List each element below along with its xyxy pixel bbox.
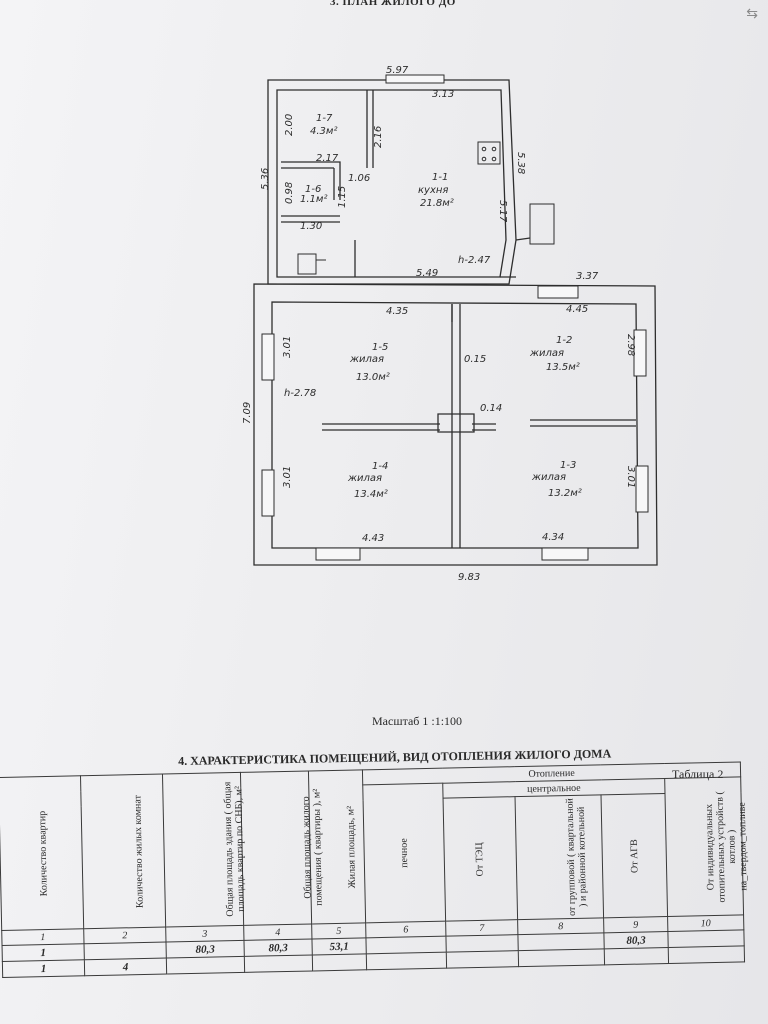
dim-text: 5.36 <box>260 168 271 190</box>
dim-text: 5.38 <box>515 152 526 174</box>
room-area: 13.5м² <box>546 362 580 373</box>
table-cell <box>166 956 245 975</box>
room-name: жилая <box>531 472 566 483</box>
characteristics-table: Количество квартир Количество жилых комн… <box>0 761 750 978</box>
table-cell: 80,3 <box>243 938 313 957</box>
dim-text: 5.97 <box>386 65 409 76</box>
room-area: 13.2м² <box>548 488 582 499</box>
col-number: 3 <box>165 925 244 943</box>
room-number: 1-4 <box>372 461 388 472</box>
table-cell <box>604 947 669 965</box>
fixtures <box>297 141 555 275</box>
table-cell: 80,3 <box>603 931 669 949</box>
col-header: Общая площадь жилого помещения ( квартир… <box>240 770 325 926</box>
room-name: жилая <box>349 354 384 365</box>
dim-text: 2.00 <box>284 114 295 136</box>
table-cell <box>446 950 519 969</box>
table-cell: 80,3 <box>165 940 245 959</box>
room-area: 4.3м² <box>310 126 337 137</box>
scale-label: Масштаб 1 :1:100 <box>372 714 463 728</box>
dim-text: 1.15 <box>337 186 348 208</box>
room-number: 1-5 <box>372 342 388 353</box>
room-number: 1-6 <box>305 184 321 195</box>
room-name: кухня <box>418 185 448 196</box>
table-cell <box>365 936 447 954</box>
col-header: От АГВ <box>601 793 668 918</box>
col-header: печное <box>362 783 446 923</box>
dim-text: 0.14 <box>480 403 502 414</box>
table-cell <box>517 932 605 951</box>
table-cell: 1 <box>2 943 85 962</box>
floor-plan: 5.97 3.13 5.38 5.36 2.00 2.16 2.17 0.98 … <box>242 65 658 583</box>
table-cell <box>668 945 745 964</box>
room-number: 1-7 <box>316 113 333 124</box>
section-3-title: 3. ПЛАН ЖИЛОГО ДО <box>330 0 456 8</box>
table-cell: 1 <box>2 959 85 978</box>
col-number: 1 <box>1 928 85 946</box>
dim-text: 3.37 <box>576 271 599 282</box>
dim-text: 2.98 <box>625 334 636 356</box>
dim-text: h-2.47 <box>458 255 491 266</box>
col-header: Количество квартир <box>0 775 84 931</box>
table-cell <box>518 948 605 967</box>
col-number: 6 <box>365 921 446 938</box>
dim-text: 3.01 <box>625 466 636 488</box>
table-cell <box>84 942 167 960</box>
windows <box>261 74 649 561</box>
room-area: 1.1м² <box>300 194 327 205</box>
dim-text: 3.01 <box>282 466 293 488</box>
col-header: от групповой ( квартальной ) и районной … <box>515 794 604 920</box>
dim-text: 0.15 <box>464 354 486 365</box>
dim-text: 2.16 <box>373 126 384 148</box>
table-label: Таблица 2 <box>672 767 724 781</box>
col-header: От ТЭЦ <box>443 796 518 922</box>
dim-text: 7.09 <box>242 402 253 424</box>
dim-text: 1.30 <box>300 221 322 232</box>
table-cell: 4 <box>84 958 167 976</box>
dim-text: h-2.78 <box>284 388 316 399</box>
col-header: Количество жилых комнат <box>80 774 166 929</box>
table-cell <box>312 953 367 971</box>
dim-text: 4.34 <box>542 532 564 543</box>
room-name: жилая <box>347 473 382 484</box>
dim-text: 4.43 <box>362 533 384 544</box>
dim-text: 4.35 <box>386 306 408 317</box>
room-area: 21.8м² <box>420 198 454 209</box>
dim-text: 3.01 <box>282 336 293 358</box>
room-area: 13.4м² <box>354 489 388 500</box>
dim-text: 5.49 <box>416 268 438 279</box>
col-number: 10 <box>667 914 744 932</box>
dim-text: 2.17 <box>316 153 339 164</box>
plan-walls <box>253 79 658 566</box>
col-number: 2 <box>83 927 166 944</box>
dim-text: 9.83 <box>458 572 480 583</box>
dim-text: 5.17 <box>497 200 508 223</box>
dim-text: 0.98 <box>284 182 295 204</box>
col-header: Общая площадь здания ( общая площадь ква… <box>162 772 247 928</box>
dim-text: 3.13 <box>432 89 454 100</box>
col-number: 9 <box>603 916 668 933</box>
dim-text: 1.06 <box>348 173 370 184</box>
col-header: От индивидуальных отопительных устройств… <box>664 776 750 917</box>
table-cell: 53,1 <box>311 937 367 955</box>
room-name: жилая <box>529 348 564 359</box>
dim-text: 4.45 <box>566 304 588 315</box>
table-cell <box>244 954 313 973</box>
room-number: 1-2 <box>556 335 572 346</box>
room-number: 1-1 <box>432 172 448 183</box>
table-cell <box>445 934 519 953</box>
col-number: 5 <box>311 922 366 939</box>
room-number: 1-3 <box>560 460 576 471</box>
col-number: 7 <box>445 919 518 937</box>
swap-icon: ⇆ <box>746 7 758 22</box>
table-cell <box>366 952 447 970</box>
room-area: 13.0м² <box>356 372 390 383</box>
table-cell <box>667 929 745 948</box>
col-number: 4 <box>243 923 312 941</box>
